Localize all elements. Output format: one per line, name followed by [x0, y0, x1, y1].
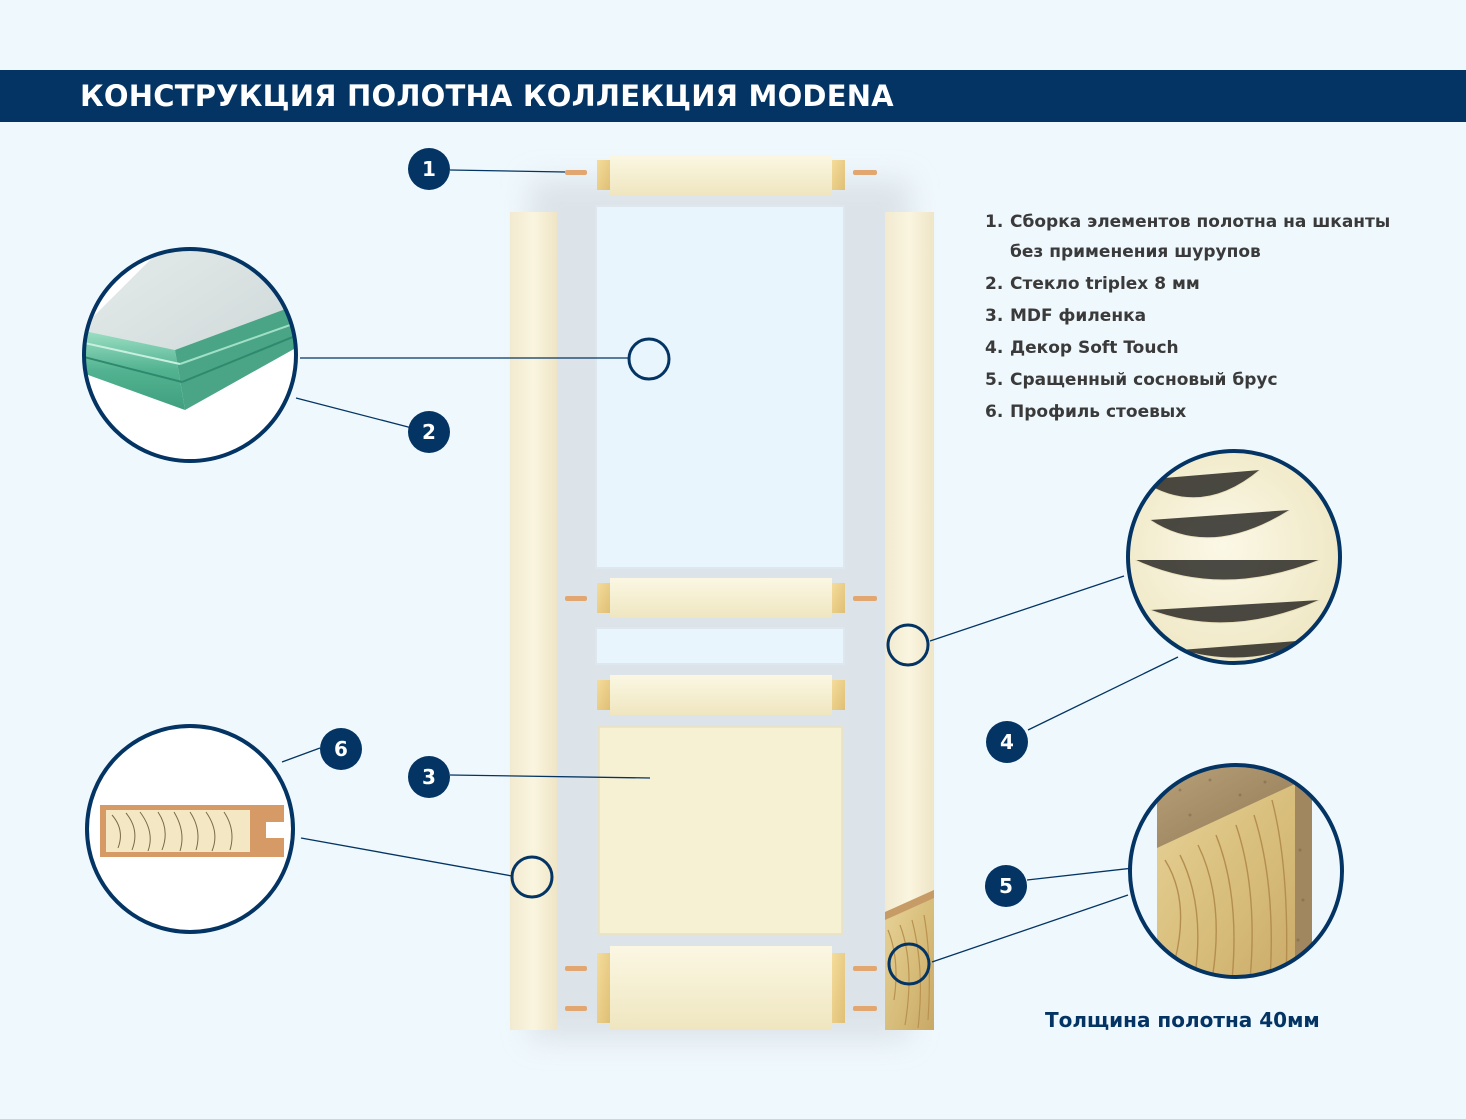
zoom-circle-profile [85, 724, 295, 934]
right-stile [885, 212, 934, 1030]
legend-item-number: 3. [985, 306, 1004, 326]
badge-3: 3 [408, 756, 450, 798]
legend-item-number: 6. [985, 402, 1004, 422]
badge-2-label: 2 [422, 420, 436, 444]
badge-6-label: 6 [334, 737, 348, 761]
legend-item-5: 5. Сращенный сосновый брус [985, 365, 1445, 395]
dowels [565, 170, 877, 1011]
badge-2: 2 [408, 411, 450, 453]
middle-rail-lower [597, 675, 845, 715]
legend-item-text: MDF филенка [1010, 306, 1147, 326]
glass-strip [595, 627, 845, 665]
zoom-circle-soft-touch [1126, 449, 1342, 665]
badge-4: 4 [986, 721, 1028, 763]
badge-5: 5 [985, 865, 1027, 907]
legend-item-text: Профиль стоевых [1010, 402, 1187, 422]
legend-item-number: 4. [985, 338, 1004, 358]
legend-item-text: Сращенный сосновый брус [1010, 370, 1278, 390]
legend-item-6: 6. Профиль стоевых [985, 397, 1445, 427]
legend-item-number: 1. [985, 212, 1004, 232]
thickness-label: Толщина полотна 40мм [1045, 1008, 1320, 1032]
zoom-circle-glass [82, 247, 298, 463]
badge-4-label: 4 [1000, 730, 1014, 754]
top-rail [597, 155, 845, 195]
badge-5-label: 5 [999, 874, 1013, 898]
middle-rail-upper [597, 578, 845, 618]
left-stile [510, 212, 557, 1030]
target-rings [510, 337, 931, 986]
badge-1-label: 1 [422, 157, 436, 181]
legend-item-number: 5. [985, 370, 1004, 390]
legend-item-2: 2. Стекло triplex 8 мм [985, 269, 1445, 299]
legend-item-text: Стекло triplex 8 мм [1010, 274, 1200, 294]
legend-item-text-continued: без применения шурупов [1010, 242, 1261, 262]
legend-list: 1. Сборка элементов полотна на шканты бе… [985, 207, 1445, 429]
legend-item-4: 4. Декор Soft Touch [985, 333, 1445, 363]
legend-item-3: 3. MDF филенка [985, 301, 1445, 331]
page-title: КОНСТРУКЦИЯ ПОЛОТНА КОЛЛЕКЦИЯ MODENA [80, 79, 894, 113]
bottom-rail [597, 946, 845, 1030]
legend-item-text: Декор Soft Touch [1010, 338, 1179, 358]
legend-item-1: 1. Сборка элементов полотна на шканты бе… [985, 207, 1445, 267]
mdf-panel [598, 726, 843, 935]
badge-6: 6 [320, 728, 362, 770]
badge-3-label: 3 [422, 765, 436, 789]
leader-lines [281, 169, 1223, 963]
badge-1: 1 [408, 148, 450, 190]
legend-item-number: 2. [985, 274, 1004, 294]
legend-item-text: Сборка элементов полотна на шканты [1010, 212, 1391, 232]
glass-panel [595, 205, 845, 569]
title-banner: КОНСТРУКЦИЯ ПОЛОТНА КОЛЛЕКЦИЯ MODENA [0, 70, 1466, 122]
zoom-circle-pine [1128, 763, 1344, 979]
